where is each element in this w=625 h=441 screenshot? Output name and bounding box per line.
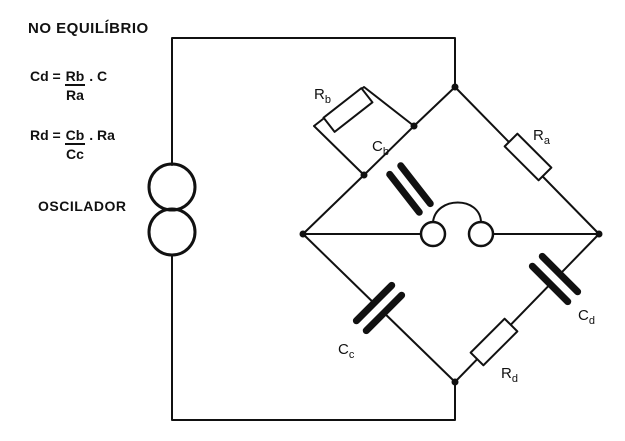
formula-cd-rhs: . C	[89, 68, 108, 84]
wire-oscillator-top	[171, 37, 456, 166]
oscillator-label: OSCILADOR	[38, 198, 127, 214]
formula-cd-fraction: Rb Ra	[64, 68, 86, 104]
capacitor-cc	[351, 280, 407, 336]
formula-cd: Cd = Rb Ra . C	[30, 68, 107, 104]
formula-cd-lhs: Cd =	[30, 68, 61, 84]
node-left	[299, 230, 307, 238]
capacitor-cb	[386, 162, 434, 216]
formula-cd-numerator: Rb	[64, 68, 86, 86]
node-top	[451, 83, 459, 91]
resistor-ra	[503, 132, 553, 182]
oscillator-coil-upper	[147, 162, 197, 212]
formula-cd-denominator: Ra	[66, 87, 84, 103]
formula-rd-numerator: Cb	[64, 127, 86, 145]
page-title: NO EQUILÍBRIO	[28, 20, 149, 37]
headphone-band	[432, 201, 482, 223]
formula-rd-fraction: Cb Cc	[64, 127, 86, 163]
headphone-right	[467, 220, 495, 248]
label-rd: Rd	[501, 365, 518, 385]
formula-rd-lhs: Rd =	[30, 127, 61, 143]
label-cc: Cc	[338, 341, 355, 361]
wire-oscillator-bottom	[171, 254, 456, 421]
node-rb-bottom	[360, 171, 368, 179]
headphone-left	[419, 220, 447, 248]
wire-top-to-rb-block	[413, 86, 456, 127]
resistor-rd	[469, 317, 519, 367]
node-right	[595, 230, 603, 238]
label-rb: Rb	[314, 86, 331, 106]
formula-rd-rhs: . Ra	[89, 127, 115, 143]
capacitor-cd	[527, 251, 583, 307]
oscillator-coil-lower	[147, 207, 197, 257]
formula-rd-denominator: Cc	[66, 146, 84, 162]
resistor-rb	[322, 87, 374, 133]
node-rb-top	[410, 122, 418, 130]
label-ra: Ra	[533, 127, 550, 147]
node-bottom	[451, 378, 459, 386]
label-cb: Cb	[372, 138, 389, 158]
label-cd: Cd	[578, 307, 595, 327]
wire-rb-block-to-left	[302, 174, 365, 235]
formula-rd: Rd = Cb Cc . Ra	[30, 127, 115, 163]
